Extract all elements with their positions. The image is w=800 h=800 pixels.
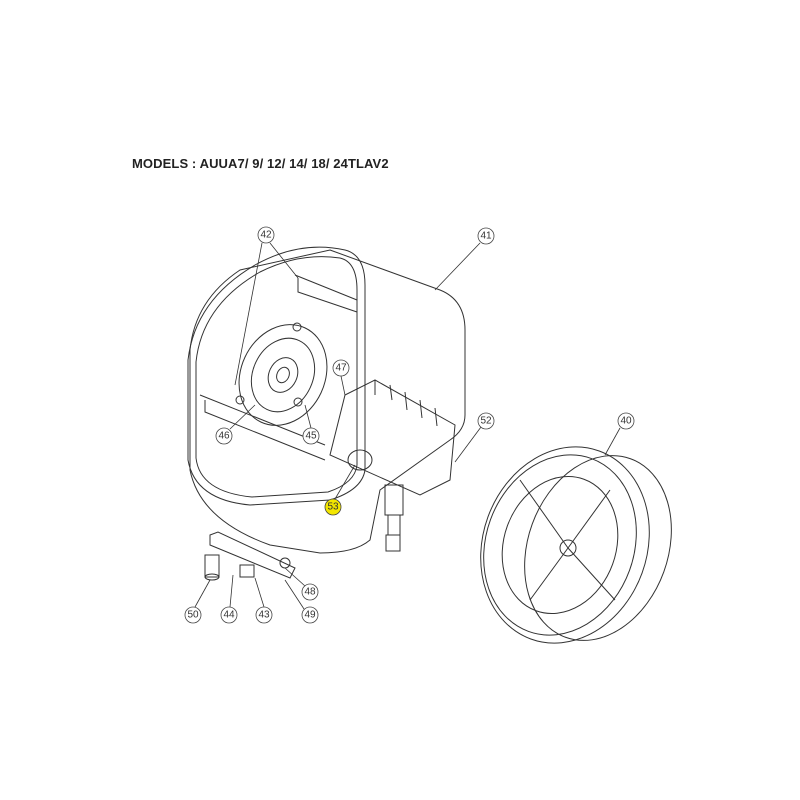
callout-47: 47 xyxy=(332,359,350,377)
svg-text:41: 41 xyxy=(480,231,492,242)
drain-assembly xyxy=(204,531,296,581)
svg-text:52: 52 xyxy=(480,416,492,427)
callout-49: 49 xyxy=(301,606,319,624)
svg-text:53: 53 xyxy=(327,502,339,513)
callout-50: 50 xyxy=(184,606,202,624)
svg-text:49: 49 xyxy=(304,610,316,621)
callout-53-highlighted: 53 xyxy=(324,498,342,516)
svg-text:43: 43 xyxy=(258,610,270,621)
svg-text:40: 40 xyxy=(620,416,632,427)
callout-43: 43 xyxy=(255,606,273,624)
drum-part-40 xyxy=(480,446,672,644)
motor-part-45-46 xyxy=(235,322,328,426)
svg-text:42: 42 xyxy=(260,230,272,241)
leader-lines xyxy=(194,242,621,610)
callout-40: 40 xyxy=(617,412,635,430)
svg-text:45: 45 xyxy=(305,431,317,442)
cabinet-part-41 xyxy=(187,246,466,554)
callout-41: 41 xyxy=(477,227,495,245)
svg-text:44: 44 xyxy=(223,610,235,621)
svg-text:46: 46 xyxy=(218,431,230,442)
callout-46: 46 xyxy=(215,427,233,445)
models-title: MODELS : AUUA7/ 9/ 12/ 14/ 18/ 24TLAV2 xyxy=(132,156,389,171)
callout-52: 52 xyxy=(477,412,495,430)
callout-48: 48 xyxy=(301,583,319,601)
svg-text:50: 50 xyxy=(187,610,199,621)
svg-text:48: 48 xyxy=(304,587,316,598)
callout-42: 42 xyxy=(257,226,275,244)
callout-45: 45 xyxy=(302,427,320,445)
valve-assembly-part-52 xyxy=(329,379,456,552)
svg-text:47: 47 xyxy=(335,363,347,374)
callout-44: 44 xyxy=(220,606,238,624)
